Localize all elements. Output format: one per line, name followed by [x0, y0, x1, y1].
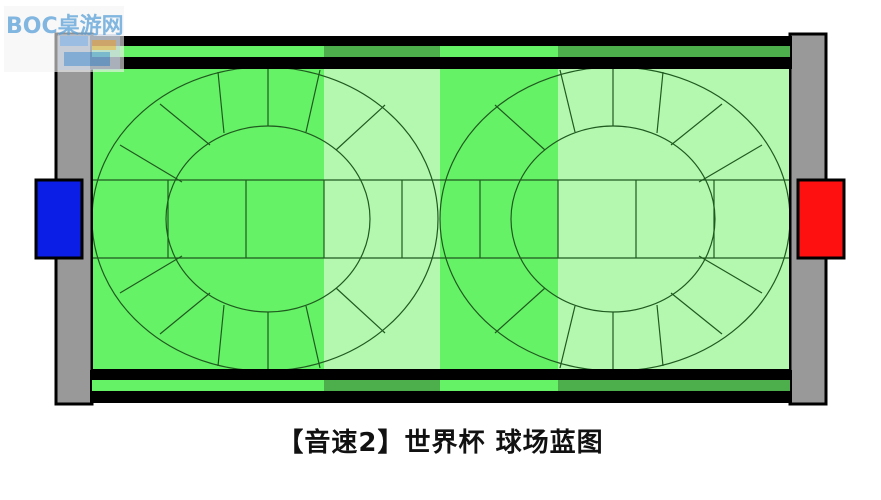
board-caption: 【音速2】世界杯 球场蓝图	[277, 428, 604, 458]
field-border	[91, 67, 791, 371]
field-lines	[92, 68, 790, 370]
watermark-text: BOC桌游网	[6, 14, 124, 39]
watermark-logo	[4, 6, 124, 72]
zone-3	[440, 68, 558, 370]
left-outer-ring	[92, 68, 439, 370]
right-outer-ring	[439, 68, 790, 370]
left-goal-blue	[34, 178, 84, 260]
zone-4	[558, 68, 790, 370]
bottom-strip	[92, 380, 790, 391]
zone-2	[324, 68, 440, 370]
zone-1	[92, 68, 324, 370]
field-zones	[92, 68, 790, 370]
top-strip	[92, 46, 790, 57]
right-goal-red	[796, 178, 846, 260]
